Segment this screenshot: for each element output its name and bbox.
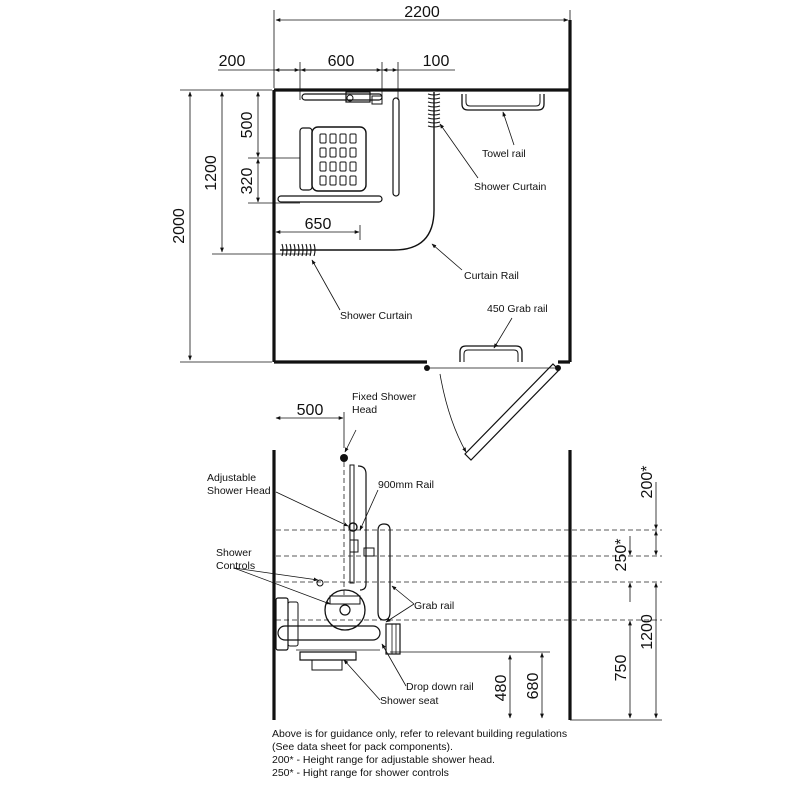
rail-900mm <box>357 465 367 591</box>
dim-curtain-depth: 1200 <box>203 155 220 191</box>
dim-right-offset: 100 <box>423 53 450 70</box>
dim-seat-top: 680 <box>525 673 542 700</box>
drop-down-rail <box>277 623 401 655</box>
label-curtain-rail: Curtain Rail <box>464 270 519 282</box>
plan-walls <box>272 20 572 364</box>
dim-rail-height: 750 <box>613 655 630 682</box>
plan-grab-rail-450 <box>459 345 523 362</box>
shower-seat <box>275 597 380 671</box>
dim-head-offset: 500 <box>297 402 324 419</box>
dim-rail-length: 650 <box>305 216 332 233</box>
plan-shower-curtain-left <box>281 243 316 257</box>
dim-controls-height: 1200 <box>639 614 656 650</box>
label-900mm-rail: 900mm Rail <box>378 479 434 491</box>
plan-shower-seat <box>299 126 367 192</box>
dim-overall-width: 2200 <box>404 4 440 21</box>
dim-seat-offset: 320 <box>239 168 256 195</box>
dim-controls-range: 250* <box>613 539 630 572</box>
elevation-view: 500 200* 250* 1200 750 680 480 <box>207 391 662 721</box>
dim-seat-height: 480 <box>493 675 510 702</box>
plan-vertical-rail <box>392 97 400 197</box>
note-line-1: Above is for guidance only, refer to rel… <box>272 728 567 740</box>
note-line-3: 200* - Height range for adjustable showe… <box>272 754 495 766</box>
plan-view: 2200 200 600 100 2000 1200 500 320 650 <box>171 4 572 461</box>
plan-door <box>424 363 561 461</box>
label-shower-controls-1: Shower <box>216 547 252 559</box>
label-fixed-shower-head-1: Fixed Shower <box>352 391 417 403</box>
plan-shower-curtain-top <box>427 93 441 128</box>
dim-left-offset: 200 <box>219 53 246 70</box>
plan-towel-rail <box>461 94 545 111</box>
shower-control-small <box>363 547 375 557</box>
label-towel-rail: Towel rail <box>482 148 526 160</box>
label-450-grab-rail: 450 Grab rail <box>487 303 548 315</box>
adjustable-shower-head <box>348 522 358 532</box>
dim-overall-depth: 2000 <box>171 208 188 244</box>
note-line-2: (See data sheet for pack components). <box>272 741 453 753</box>
note-line-4: 250* - Hight range for shower controls <box>272 767 449 779</box>
label-grab-rail: Grab rail <box>414 600 454 612</box>
label-shower-controls-2: Controls <box>216 560 255 572</box>
plan-shower-controls <box>345 91 371 103</box>
label-drop-down-rail: Drop down rail <box>406 681 474 693</box>
label-shower-seat: Shower seat <box>380 695 438 707</box>
fixed-shower-head <box>340 454 348 462</box>
vertical-grab-rail <box>377 523 391 621</box>
label-adjustable-head-2: Shower Head <box>207 485 271 497</box>
plan-drop-down-rail <box>277 195 383 203</box>
shower-controls-mixer <box>324 589 366 631</box>
label-shower-curtain-top: Shower Curtain <box>474 181 547 193</box>
dim-seat-width: 600 <box>328 53 355 70</box>
dim-seat-depth: 500 <box>239 112 256 139</box>
plan-curtain-rail <box>280 92 435 251</box>
dim-head-range: 200* <box>639 466 656 499</box>
notes: Above is for guidance only, refer to rel… <box>272 728 567 779</box>
label-shower-curtain-left: Shower Curtain <box>340 310 413 322</box>
label-fixed-shower-head-2: Head <box>352 404 377 416</box>
label-adjustable-head-1: Adjustable <box>207 472 256 484</box>
